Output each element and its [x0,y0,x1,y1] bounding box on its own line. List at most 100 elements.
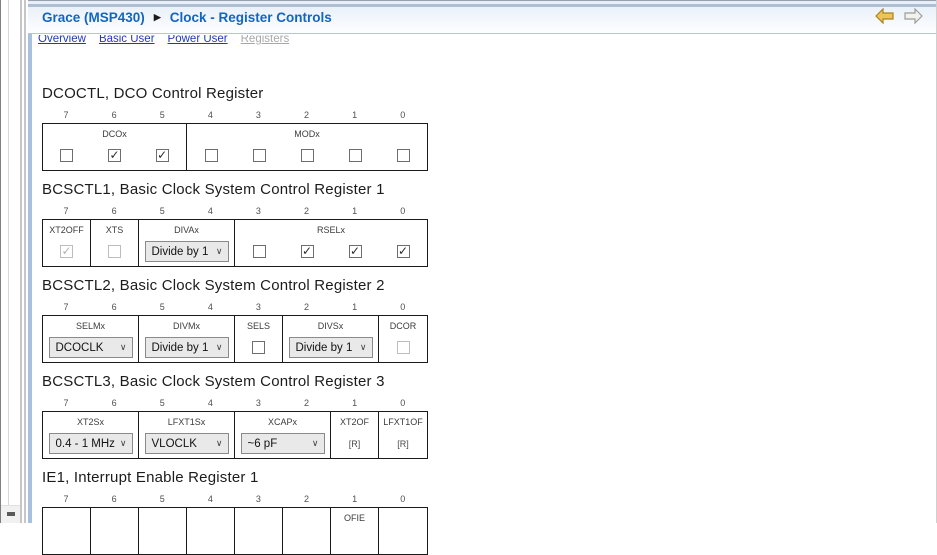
bit-number: 7 [63,302,69,312]
chevron-down-icon: ∨ [119,342,127,352]
tab-link-basic-user[interactable]: Basic User [98,35,155,45]
select-xt2sx[interactable]: 0.4 - 1 MHz∨ [48,433,133,454]
field-label [187,508,234,525]
band-top-strip [28,4,937,7]
chevron-down-icon: ∨ [215,438,223,448]
field-group-sels: SELS [235,316,283,362]
field-label: LFXT1Sx [167,417,206,427]
checkbox-unchecked[interactable] [204,149,218,162]
checkbox-checked[interactable]: ✓ [348,244,362,258]
checkbox-checked[interactable]: ✓ [155,148,169,162]
bit-number: 0 [400,110,406,120]
field-label [379,508,427,525]
field-group-xt2of: XT2OF[R] [331,412,379,458]
field-group-modx: MODx [187,124,427,170]
bit-number: 1 [352,302,358,312]
bit-number: 0 [400,302,406,312]
checkbox-checked[interactable]: ✓ [108,148,121,162]
register-title: BCSCTL2, Basic Clock System Control Regi… [42,277,385,294]
field-group-lfxt1of: LFXT1OF[R] [379,412,427,458]
field-group-empty [187,508,235,554]
select-value: ~6 pF [247,437,278,450]
select-xcapx[interactable]: ~6 pF∨ [240,433,325,454]
tab-link-registers: Registers [240,35,290,45]
register-section: BCSCTL2, Basic Clock System Control Regi… [42,276,932,363]
checkbox-unchecked[interactable] [396,149,410,162]
bit-number: 2 [304,206,310,216]
field-group-xts: XTS [91,220,139,266]
checkbox-unchecked[interactable] [60,149,74,162]
field-group-dcor: DCOR [379,316,427,362]
bit-number: 5 [159,302,165,312]
bit-number: 1 [352,206,358,216]
field-label [139,508,186,525]
field-group-empty [43,508,91,554]
panel-sash[interactable] [24,0,26,523]
bit-number: 3 [255,110,261,120]
checkbox-unchecked[interactable] [252,341,265,354]
register-section: BCSCTL1, Basic Clock System Control Regi… [42,180,932,267]
tab-link-overview[interactable]: Overview [38,35,86,45]
field-group-ofie: OFIE [331,508,379,554]
checkbox-checked: ✓ [60,244,73,258]
field-label: SELMx [75,321,105,331]
checkbox-checked[interactable]: ✓ [396,244,410,258]
select-value: Divide by 1 [295,341,353,354]
select-selmx[interactable]: DCOCLK∨ [48,337,133,358]
register-table: OFIE [42,507,428,555]
rail-bottom-box [1,505,21,523]
bit-number: 4 [207,110,213,120]
checkbox-unchecked [396,341,410,354]
rail-divider [8,0,9,523]
field-group-empty [283,508,331,554]
select-value: 0.4 - 1 MHz [55,437,115,450]
bit-number: 5 [159,110,165,120]
bit-number: 1 [352,398,358,408]
checkbox-checked[interactable]: ✓ [300,244,314,258]
bit-number: 6 [111,398,117,408]
select-lfxt1sx[interactable]: VLOCLK ∨ [144,433,229,454]
field-label: XT2OFF [49,225,84,235]
field-group-xcapx: XCAPx~6 pF∨ [235,412,331,458]
bit-number: 5 [159,206,165,216]
bit-number: 6 [111,110,117,120]
select-divsx[interactable]: Divide by 1 ∨ [288,337,373,358]
bit-number: 2 [304,302,310,312]
checkbox-unchecked[interactable] [348,149,362,162]
bit-number: 2 [304,110,310,120]
select-value: VLOCLK [151,437,197,450]
field-label: XT2Sx [76,417,104,427]
back-arrow-icon[interactable] [875,8,894,24]
checkbox-unchecked[interactable] [300,149,314,162]
field-label [283,508,330,525]
tab-link-power-user[interactable]: Power User [167,35,228,45]
register-title: BCSCTL1, Basic Clock System Control Regi… [42,181,385,198]
checkbox-unchecked[interactable] [252,149,266,162]
bit-number: 5 [159,398,165,408]
select-value: Divide by 1 [151,341,209,354]
scroll-handle-glyph[interactable] [7,512,15,516]
field-label: OFIE [343,513,365,523]
bit-number: 7 [63,110,69,120]
bit-number: 6 [111,494,117,504]
bit-number: 2 [304,398,310,408]
bit-number: 6 [111,302,117,312]
panel-sash[interactable] [20,0,22,523]
bit-number: 4 [207,494,213,504]
field-label [91,508,138,525]
register-title: IE1, Interrupt Enable Register 1 [42,469,259,486]
select-divmx[interactable]: Divide by 1∨ [144,337,229,358]
select-divax[interactable]: Divide by 1∨ [144,241,229,262]
bit-number: 2 [304,494,310,504]
checkbox-unchecked[interactable] [252,245,266,258]
chevron-down-icon: ∨ [359,342,367,352]
bit-number: 3 [255,206,261,216]
field-label: DIVMx [173,321,200,331]
field-label: DIVAx [174,225,199,235]
bit-number: 7 [63,206,69,216]
